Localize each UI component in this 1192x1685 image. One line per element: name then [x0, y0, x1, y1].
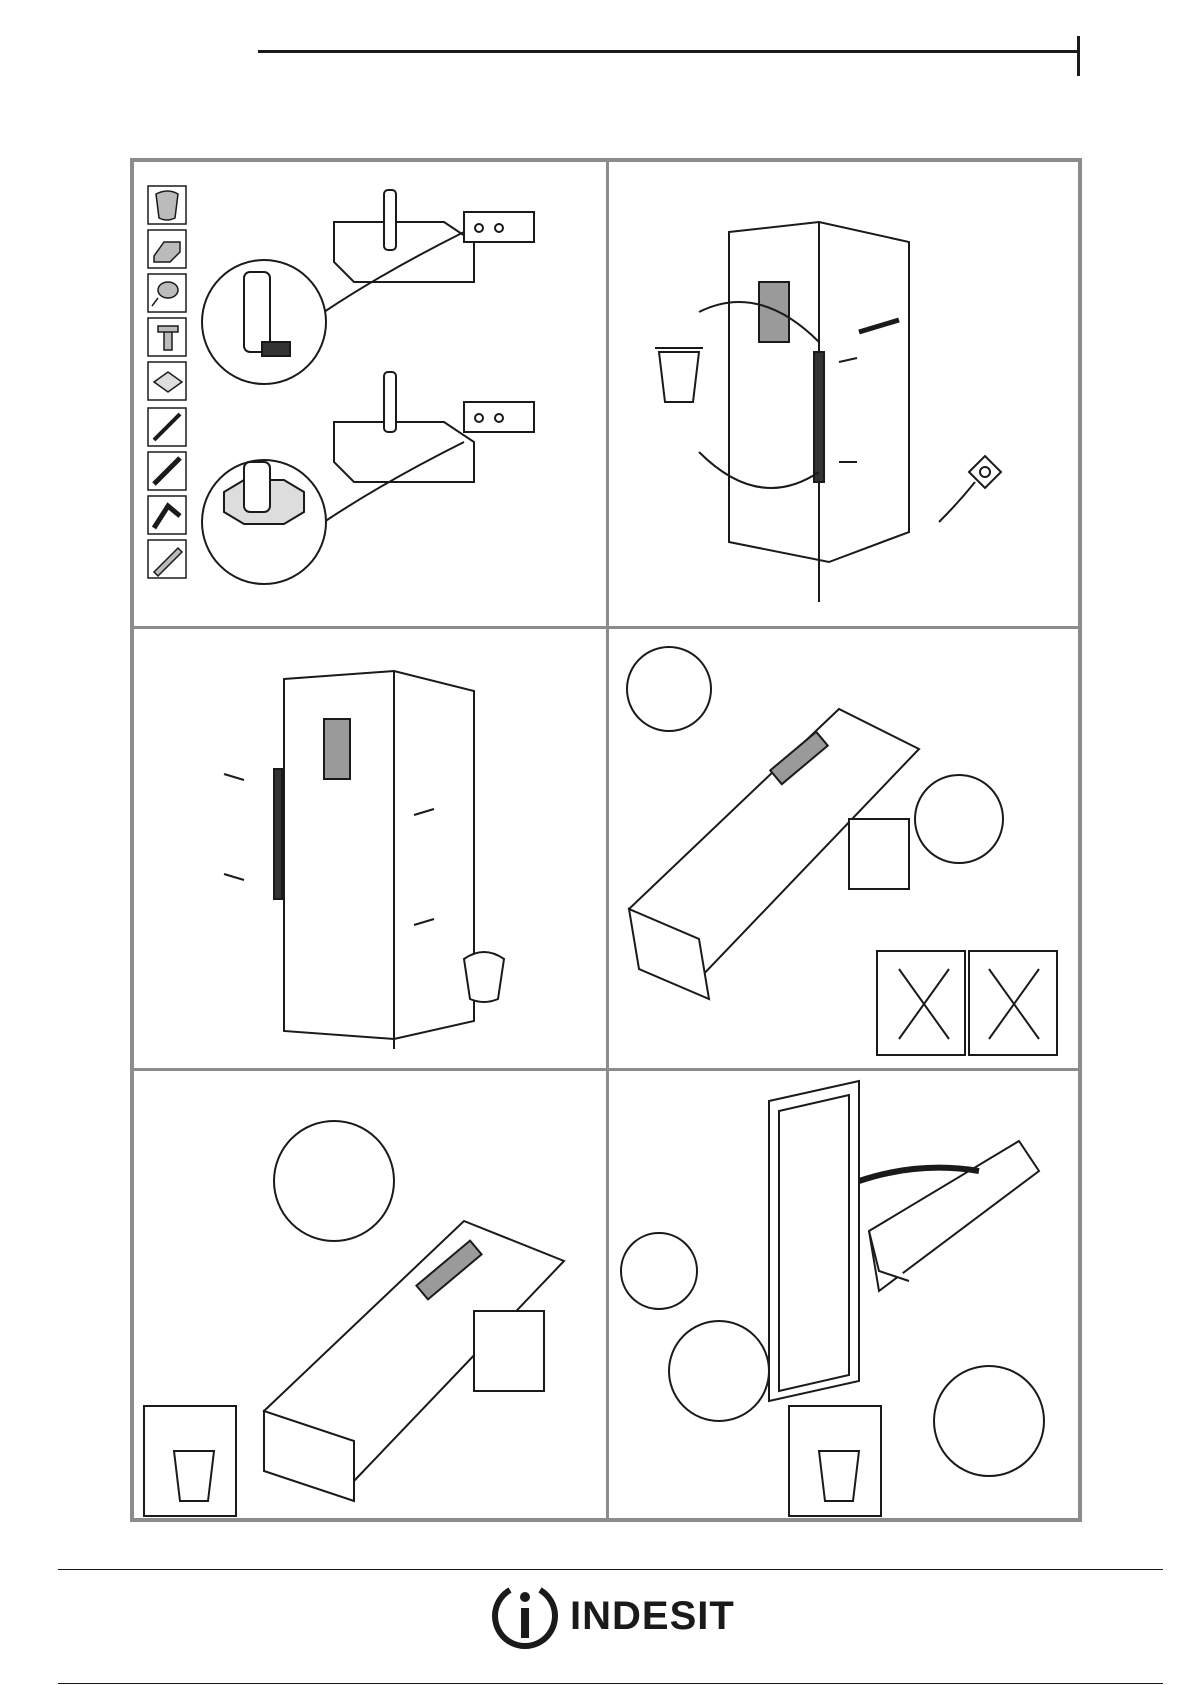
hinge-pin-upper — [202, 190, 534, 384]
detail-plate-circle — [915, 775, 1003, 863]
fridge-lying — [869, 1141, 1039, 1291]
header-rule-tick — [1077, 36, 1080, 76]
indesit-i-circle-logo-icon — [490, 1582, 560, 1652]
step-4-illustration — [609, 629, 1082, 1068]
instructions-frame — [130, 158, 1082, 1522]
support-block — [474, 1311, 544, 1391]
detail-cap-circle — [627, 647, 711, 731]
bin-icon — [655, 348, 703, 402]
brand-logo: INDESIT — [490, 1582, 730, 1652]
panel-step-6 — [609, 1071, 1082, 1522]
support-block — [849, 819, 909, 889]
step-5-illustration — [134, 1071, 606, 1522]
hex-key-icon — [148, 496, 186, 534]
step-3-illustration — [134, 629, 606, 1068]
header-rule — [258, 50, 1078, 53]
detail-lower-hinge-circle — [669, 1321, 769, 1421]
brand-name: INDESIT — [570, 1594, 735, 1639]
bin-info-boxes — [877, 951, 1057, 1055]
fridge-upright — [274, 671, 474, 1049]
panel-step-1 — [134, 162, 606, 626]
step-2-illustration — [609, 162, 1082, 626]
hinge-pin-lower — [202, 372, 534, 584]
hinge-cap-icon — [148, 230, 186, 268]
bin-info-box — [789, 1406, 881, 1516]
screwdriver-icon — [148, 408, 186, 446]
flat-screwdriver-icon — [148, 452, 186, 490]
bag-icon — [148, 186, 186, 224]
detail-hinge-circle — [274, 1121, 394, 1241]
panel-step-2 — [609, 162, 1082, 626]
panel-step-3 — [134, 629, 606, 1068]
detail-hinge-right-circle — [934, 1366, 1044, 1476]
fridge-upright — [729, 222, 909, 602]
step-6-illustration — [609, 1071, 1082, 1522]
plate-icon — [148, 362, 186, 400]
tools-column — [148, 186, 186, 578]
screw-cap-icon — [148, 274, 186, 312]
bag-icon — [464, 952, 504, 1002]
plug-socket-icon — [939, 456, 1001, 522]
detail-cap-circle — [621, 1233, 697, 1309]
panel-step-4 — [609, 629, 1082, 1068]
footer-rule — [58, 1569, 1163, 1570]
plug-rivet-icon — [148, 318, 186, 356]
putty-knife-icon — [148, 540, 186, 578]
step-1-illustration — [134, 162, 606, 626]
bin-info-box — [144, 1406, 236, 1516]
footer-rule-bottom — [58, 1683, 1163, 1684]
panel-step-5 — [134, 1071, 606, 1522]
door-panel — [769, 1081, 859, 1401]
